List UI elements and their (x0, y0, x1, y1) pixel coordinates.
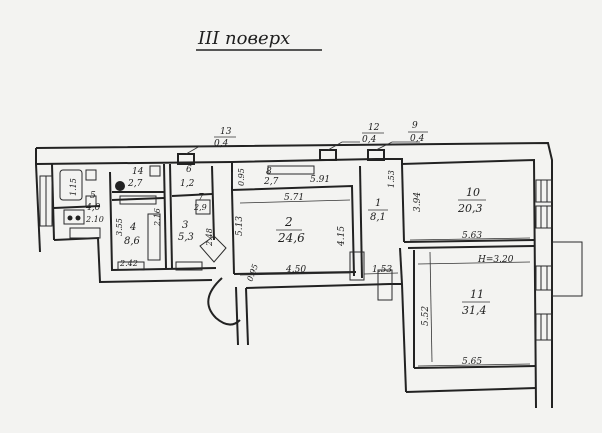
dim-563: 5.63 (462, 231, 482, 241)
room-12-area: 0,4 (362, 135, 377, 145)
room-9-area: 0,4 (410, 134, 425, 144)
dim-153b: 1.53 (387, 170, 396, 188)
room-9-num: 9 (412, 121, 418, 131)
dimension-labels: 5.71 5.91 5.63 5.65 4.50 1.53 H=3.20 2.4… (69, 168, 514, 367)
room-8-area: 2,7 (263, 177, 279, 187)
room-7-area: 2,9 (193, 203, 207, 212)
room-1-area: 8,1 (370, 212, 386, 223)
dim-415: 4.15 (337, 226, 347, 247)
room-14-area: 2,7 (127, 179, 143, 189)
plan-title: III поверх (197, 28, 290, 49)
room-3-num: 3 (182, 220, 188, 231)
room-10-num: 10 (466, 186, 480, 199)
room-3-area: 5,3 (178, 232, 194, 243)
dim-355: 3.55 (115, 218, 124, 236)
room-7-num: 7 (198, 193, 204, 203)
room-2-num: 2 (284, 215, 293, 229)
room-13-area: 0,4 (214, 139, 229, 149)
room-13-num: 13 (220, 127, 232, 137)
doors (119, 165, 393, 326)
room-5-num: 5 (90, 191, 96, 201)
toilet-icon (115, 181, 125, 191)
dim-591: 5.91 (310, 175, 330, 185)
dim-210: 2.10 (85, 215, 104, 224)
room-11-area: 31,4 (462, 304, 487, 317)
dim-565: 5.65 (462, 357, 482, 367)
room-12-num: 12 (368, 123, 380, 133)
dim-216: 2.16 (153, 208, 162, 227)
outer-walls (35, 141, 553, 409)
dim-571: 5.71 (284, 193, 304, 203)
dim-242: 2.42 (119, 259, 138, 268)
room-5-area: 4,0 (85, 203, 101, 213)
dim-153: 1.53 (372, 265, 392, 275)
room-4-area: 8,6 (124, 236, 141, 247)
dim-248: 2.48 (205, 228, 214, 247)
dim-552: 5.52 (421, 306, 431, 326)
room-4-num: 4 (129, 222, 136, 233)
room-6-num: 6 (186, 165, 192, 175)
dim-394: 3.94 (413, 192, 423, 212)
windows (39, 175, 583, 341)
room-10-area: 20,3 (457, 202, 483, 215)
ventilation-shafts (177, 141, 420, 165)
room-1-num: 1 (375, 198, 381, 209)
dim-095: 0.95 (237, 168, 246, 186)
room-2-area: 24,6 (277, 231, 305, 245)
dim-513: 5.13 (235, 216, 245, 236)
fixtures (59, 165, 161, 261)
room-labels: 1 8,1 2 24,6 3 5,3 4 8,6 5 4,0 6 1,2 7 2… (85, 121, 490, 317)
dim-115: 1.15 (69, 178, 78, 196)
dimension-lines (239, 199, 531, 367)
room-14-num: 14 (132, 167, 144, 177)
room-11-num: 11 (470, 288, 484, 301)
room-6-area: 1,2 (180, 179, 195, 189)
dim-450: 4.50 (285, 265, 306, 275)
room-8-num: 8 (266, 167, 272, 177)
dim-height: H=3.20 (477, 255, 514, 265)
